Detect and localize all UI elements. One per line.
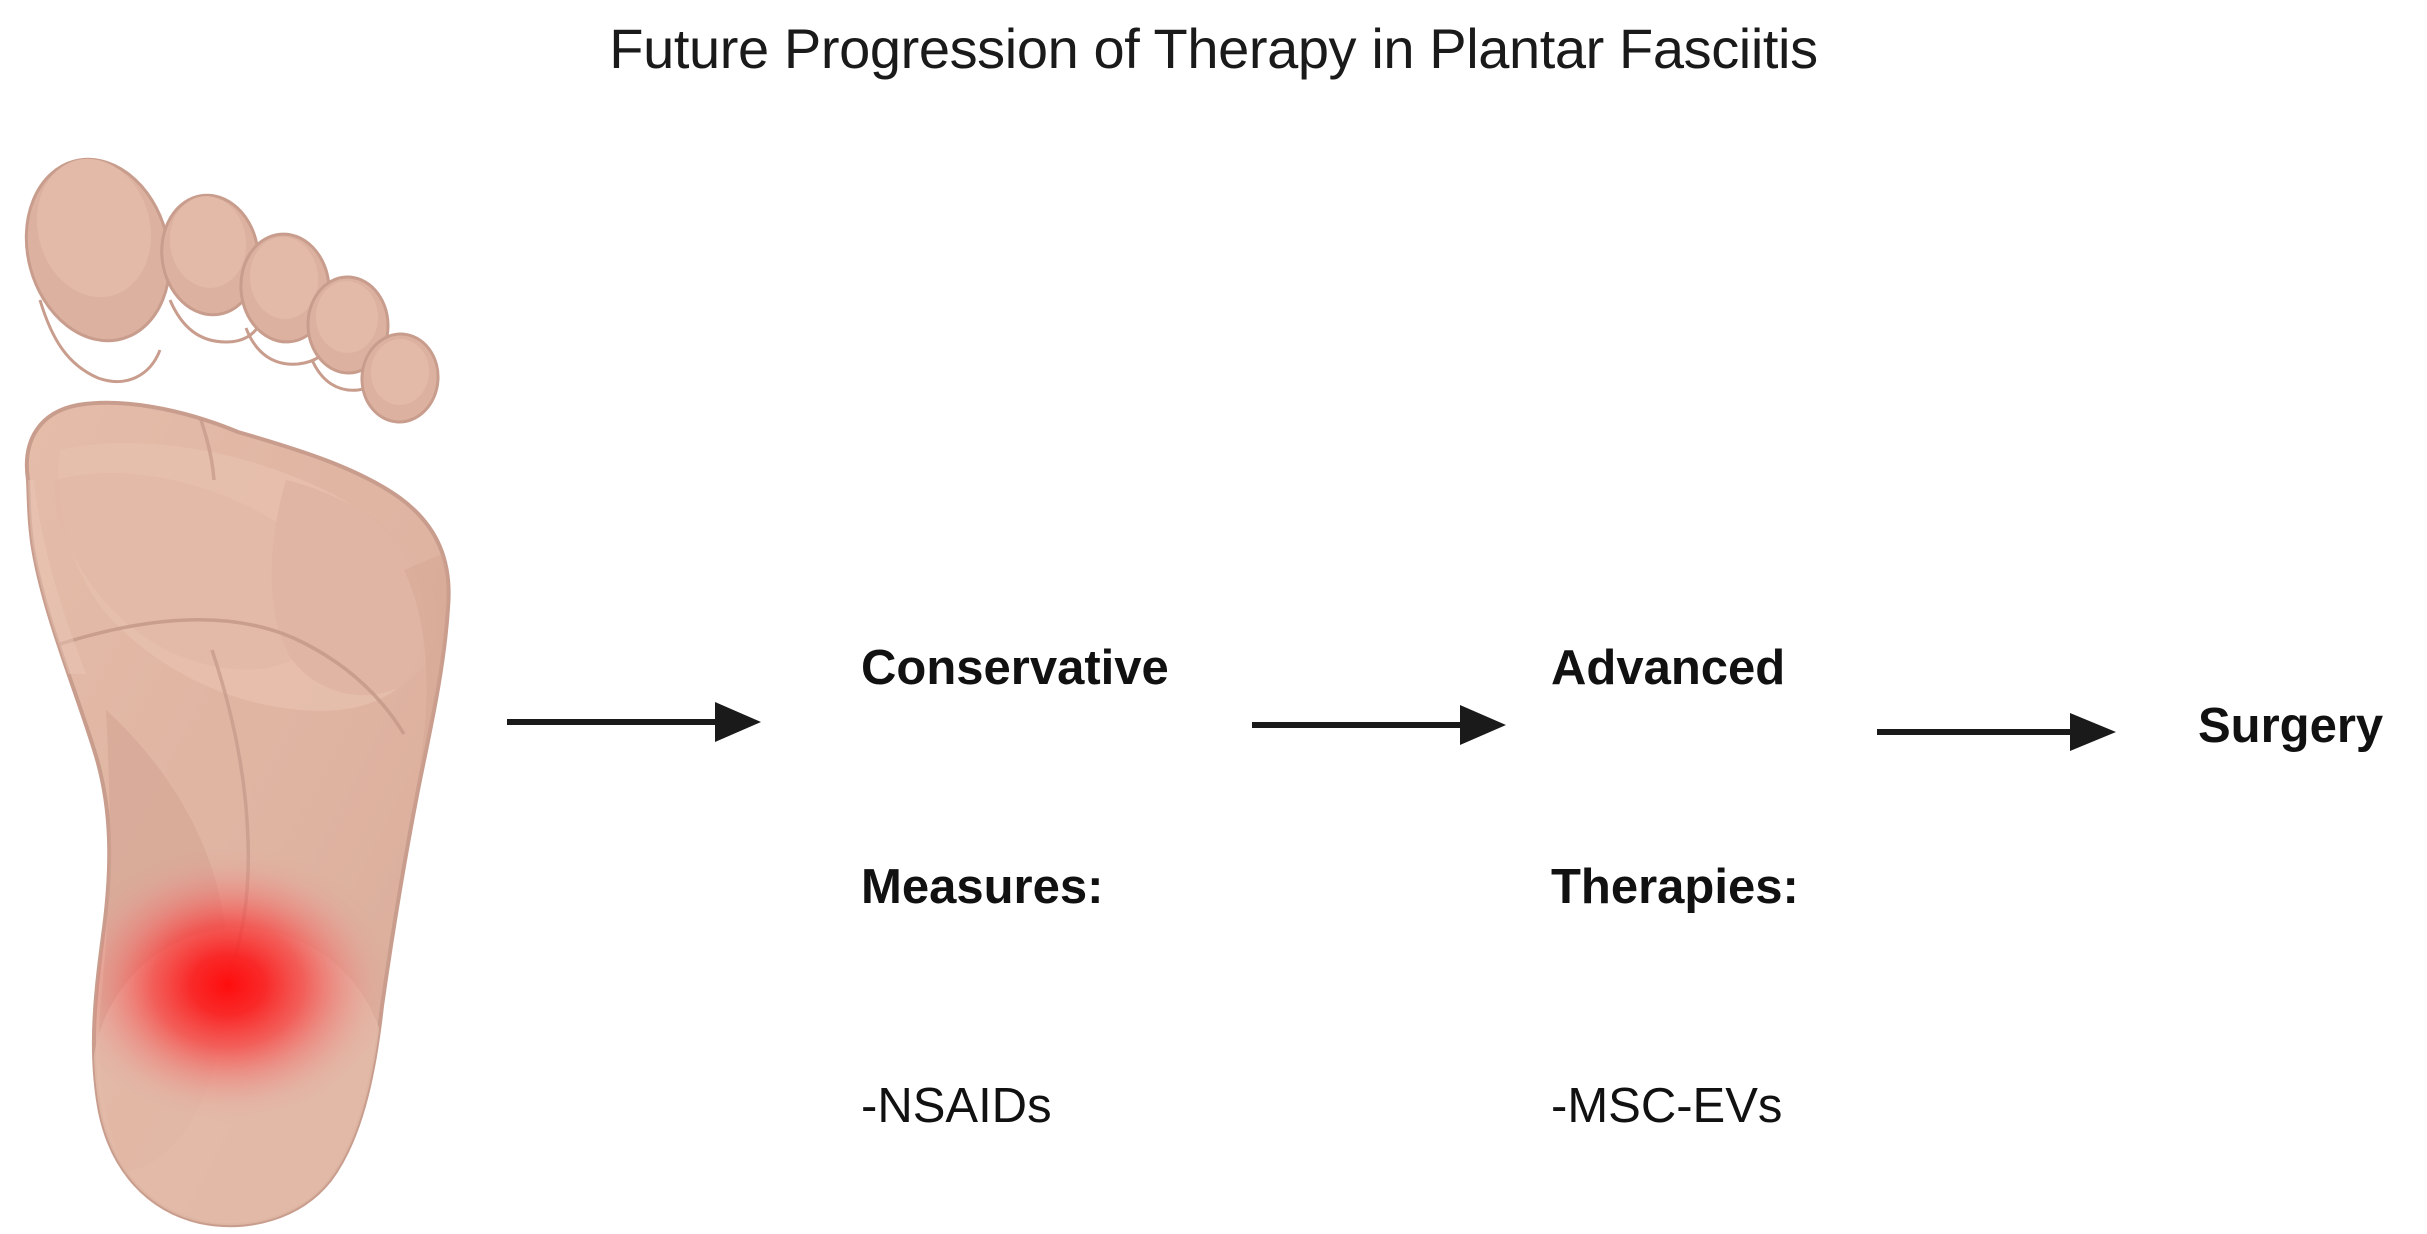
big-toe <box>24 157 172 383</box>
stage-advanced-heading-line-2: Therapies: <box>1551 860 1799 914</box>
stage-conservative-heading-line-2: Measures: <box>861 860 1104 914</box>
stage-conservative-item-line-1: -NSAIDs <box>861 1079 1052 1133</box>
second-toe <box>160 193 264 344</box>
arrow-foot-to-conservative-icon <box>505 692 765 752</box>
stage-advanced-therapies: Advanced Therapies: -MSC-EVs -ESWT -PRP … <box>1551 486 1951 1234</box>
plantar-foot-illustration <box>0 150 500 1234</box>
fourth-toe <box>306 275 390 392</box>
stage-advanced-heading-line-1: Advanced <box>1551 641 1786 695</box>
arrow-advanced-to-surgery-icon <box>1875 702 2120 762</box>
stage-advanced-item-line-1: -MSC-EVs <box>1551 1079 1783 1133</box>
fifth-toe <box>360 332 440 424</box>
heel-pain-spot <box>60 847 396 1123</box>
stage-conservative-measures: Conservative Measures: -NSAIDs -Physical… <box>861 486 1261 1234</box>
arrow-conservative-to-advanced-icon <box>1250 695 1510 755</box>
foot-sole-body <box>24 400 451 1228</box>
foot-toes <box>24 157 440 424</box>
page-title: Future Progression of Therapy in Plantar… <box>609 17 1818 80</box>
stage-surgery-label: Surgery <box>2198 699 2384 753</box>
stage-conservative-heading-line-1: Conservative <box>861 641 1169 695</box>
